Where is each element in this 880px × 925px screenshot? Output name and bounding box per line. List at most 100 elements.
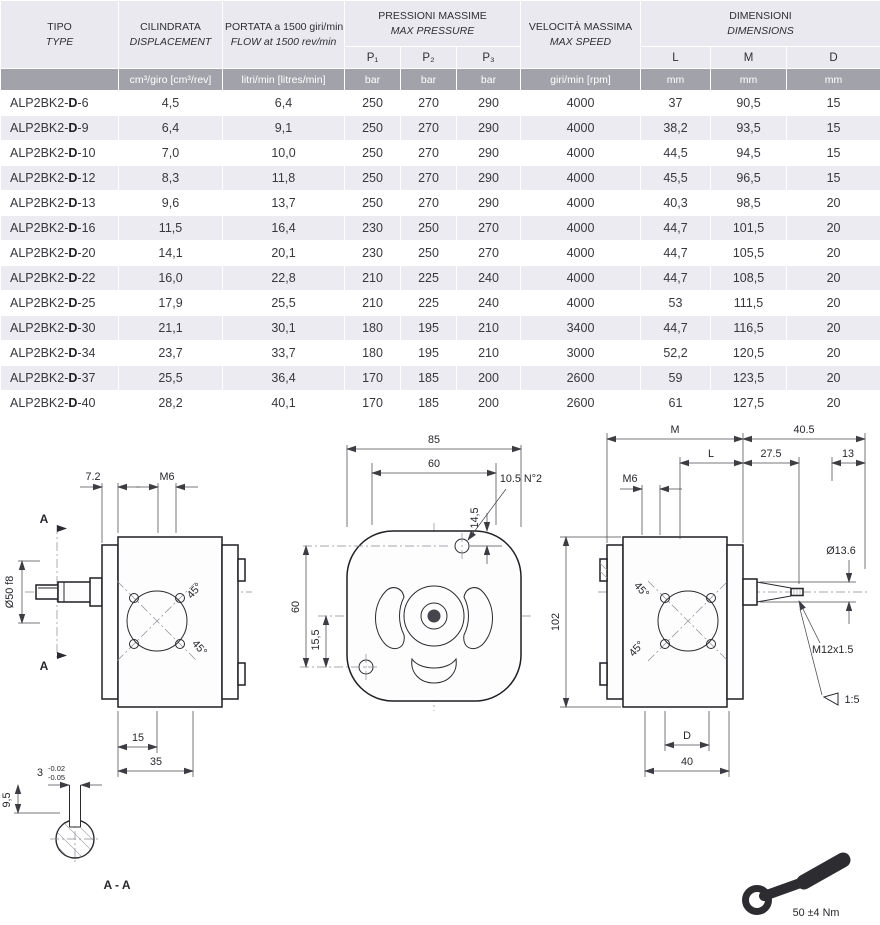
value-cell: 7,0 bbox=[119, 141, 223, 166]
dim-label: D bbox=[683, 730, 691, 742]
value-cell: 8,3 bbox=[119, 166, 223, 191]
value-cell: 10,0 bbox=[223, 141, 345, 166]
value-cell: 111,5 bbox=[711, 291, 787, 316]
model-cell: ALP2BK2-D-37 bbox=[1, 366, 119, 391]
value-cell: 123,5 bbox=[711, 366, 787, 391]
model-cell: ALP2BK2-D-25 bbox=[1, 291, 119, 316]
side-view-right-drawing: 45° 45° M 40.5 L 27.5 13 M6 Ø13.6 bbox=[550, 424, 868, 777]
value-cell: 44,7 bbox=[641, 241, 711, 266]
col-header-pressioni: PRESSIONI MASSIME MAX PRESSURE bbox=[345, 1, 521, 47]
value-cell: 9,1 bbox=[223, 116, 345, 141]
header-label-it: CILINDRATA bbox=[121, 19, 220, 36]
value-cell: 101,5 bbox=[711, 216, 787, 241]
unit-cell: cm³/giro [cm³/rev] bbox=[119, 69, 223, 91]
value-cell: 127,5 bbox=[711, 391, 787, 416]
col-header-tipo: TIPO TYPE bbox=[1, 1, 119, 69]
model-cell: ALP2BK2-D-30 bbox=[1, 316, 119, 341]
dim-label: 60 bbox=[428, 458, 440, 470]
header-label-en: MAX PRESSURE bbox=[347, 25, 518, 39]
table-header-row-main: TIPO TYPE CILINDRATA DISPLACEMENT PORTAT… bbox=[1, 1, 880, 47]
value-cell: 16,0 bbox=[119, 266, 223, 291]
dim-label: 35 bbox=[150, 756, 162, 768]
value-cell: 250 bbox=[345, 91, 401, 116]
tolerance-lower: -0.05 bbox=[48, 773, 65, 782]
port-tab-bottom bbox=[238, 663, 245, 685]
value-cell: 290 bbox=[457, 91, 521, 116]
value-cell: 40,3 bbox=[641, 191, 711, 216]
header-label-it: DIMENSIONI bbox=[643, 8, 878, 25]
value-cell: 240 bbox=[457, 266, 521, 291]
value-cell: 20 bbox=[787, 216, 880, 241]
port-tab-top bbox=[238, 559, 245, 581]
dim-label: 102 bbox=[550, 613, 562, 631]
technical-drawings: A A 45° 45° 7.2 M6 bbox=[0, 419, 880, 925]
model-cell: ALP2BK2-D-22 bbox=[1, 266, 119, 291]
shaft-dia-label: Ø50 f8 bbox=[4, 576, 16, 608]
front-view-drawing: 85 60 10.5 N°2 14,5 60 15,5 bbox=[290, 434, 542, 711]
value-cell: 15 bbox=[787, 166, 880, 191]
value-cell: 250 bbox=[345, 166, 401, 191]
value-cell: 4000 bbox=[521, 116, 641, 141]
value-cell: 2600 bbox=[521, 391, 641, 416]
dim-label: 9,5 bbox=[1, 792, 13, 807]
value-cell: 93,5 bbox=[711, 116, 787, 141]
value-cell: 20 bbox=[787, 266, 880, 291]
value-cell: 250 bbox=[401, 216, 457, 241]
value-cell: 210 bbox=[457, 316, 521, 341]
value-cell: 3000 bbox=[521, 341, 641, 366]
value-cell: 3400 bbox=[521, 316, 641, 341]
unit-cell: mm bbox=[787, 69, 880, 91]
header-label-it: TIPO bbox=[3, 19, 116, 36]
col-header-p1: P₁ bbox=[345, 47, 401, 69]
value-cell: 90,5 bbox=[711, 91, 787, 116]
value-cell: 25,5 bbox=[119, 366, 223, 391]
value-cell: 33,7 bbox=[223, 341, 345, 366]
header-label-en: DIMENSIONS bbox=[643, 25, 878, 39]
value-cell: 14,1 bbox=[119, 241, 223, 266]
value-cell: 170 bbox=[345, 366, 401, 391]
value-cell: 22,8 bbox=[223, 266, 345, 291]
thread-tip-label: M12x1.5 bbox=[812, 644, 853, 656]
table-header: TIPO TYPE CILINDRATA DISPLACEMENT PORTAT… bbox=[1, 1, 880, 91]
value-cell: 4000 bbox=[521, 141, 641, 166]
value-cell: 16,4 bbox=[223, 216, 345, 241]
unit-cell-empty bbox=[1, 69, 119, 91]
model-cell: ALP2BK2-D-34 bbox=[1, 341, 119, 366]
value-cell: 250 bbox=[345, 116, 401, 141]
rear-cover bbox=[607, 545, 623, 699]
col-header-p2: P₂ bbox=[401, 47, 457, 69]
value-cell: 225 bbox=[401, 266, 457, 291]
shaft-bore bbox=[428, 610, 441, 623]
model-cell: ALP2BK2-D-9 bbox=[1, 116, 119, 141]
wrench-icon bbox=[746, 860, 844, 912]
value-cell: 52,2 bbox=[641, 341, 711, 366]
value-cell: 44,7 bbox=[641, 216, 711, 241]
section-marker-a-top: A bbox=[40, 512, 49, 526]
value-cell: 11,5 bbox=[119, 216, 223, 241]
value-cell: 270 bbox=[401, 91, 457, 116]
value-cell: 230 bbox=[345, 241, 401, 266]
key-width-label: 3 bbox=[37, 767, 43, 779]
model-cell: ALP2BK2-D-20 bbox=[1, 241, 119, 266]
value-cell: 250 bbox=[401, 241, 457, 266]
value-cell: 210 bbox=[345, 266, 401, 291]
col-header-portata: PORTATA a 1500 giri/min FLOW at 1500 rev… bbox=[223, 1, 345, 69]
value-cell: 185 bbox=[401, 391, 457, 416]
value-cell: 21,1 bbox=[119, 316, 223, 341]
shaft-collar bbox=[743, 579, 757, 605]
value-cell: 290 bbox=[457, 141, 521, 166]
front-flange-plate bbox=[102, 545, 118, 699]
value-cell: 44,5 bbox=[641, 141, 711, 166]
col-header-velocita: VELOCITÀ MASSIMA MAX SPEED bbox=[521, 1, 641, 69]
value-cell: 4000 bbox=[521, 91, 641, 116]
value-cell: 230 bbox=[345, 216, 401, 241]
value-cell: 6,4 bbox=[119, 116, 223, 141]
header-label-it: PORTATA a 1500 giri/min bbox=[225, 19, 342, 36]
value-cell: 200 bbox=[457, 391, 521, 416]
value-cell: 96,5 bbox=[711, 166, 787, 191]
value-cell: 4000 bbox=[521, 266, 641, 291]
